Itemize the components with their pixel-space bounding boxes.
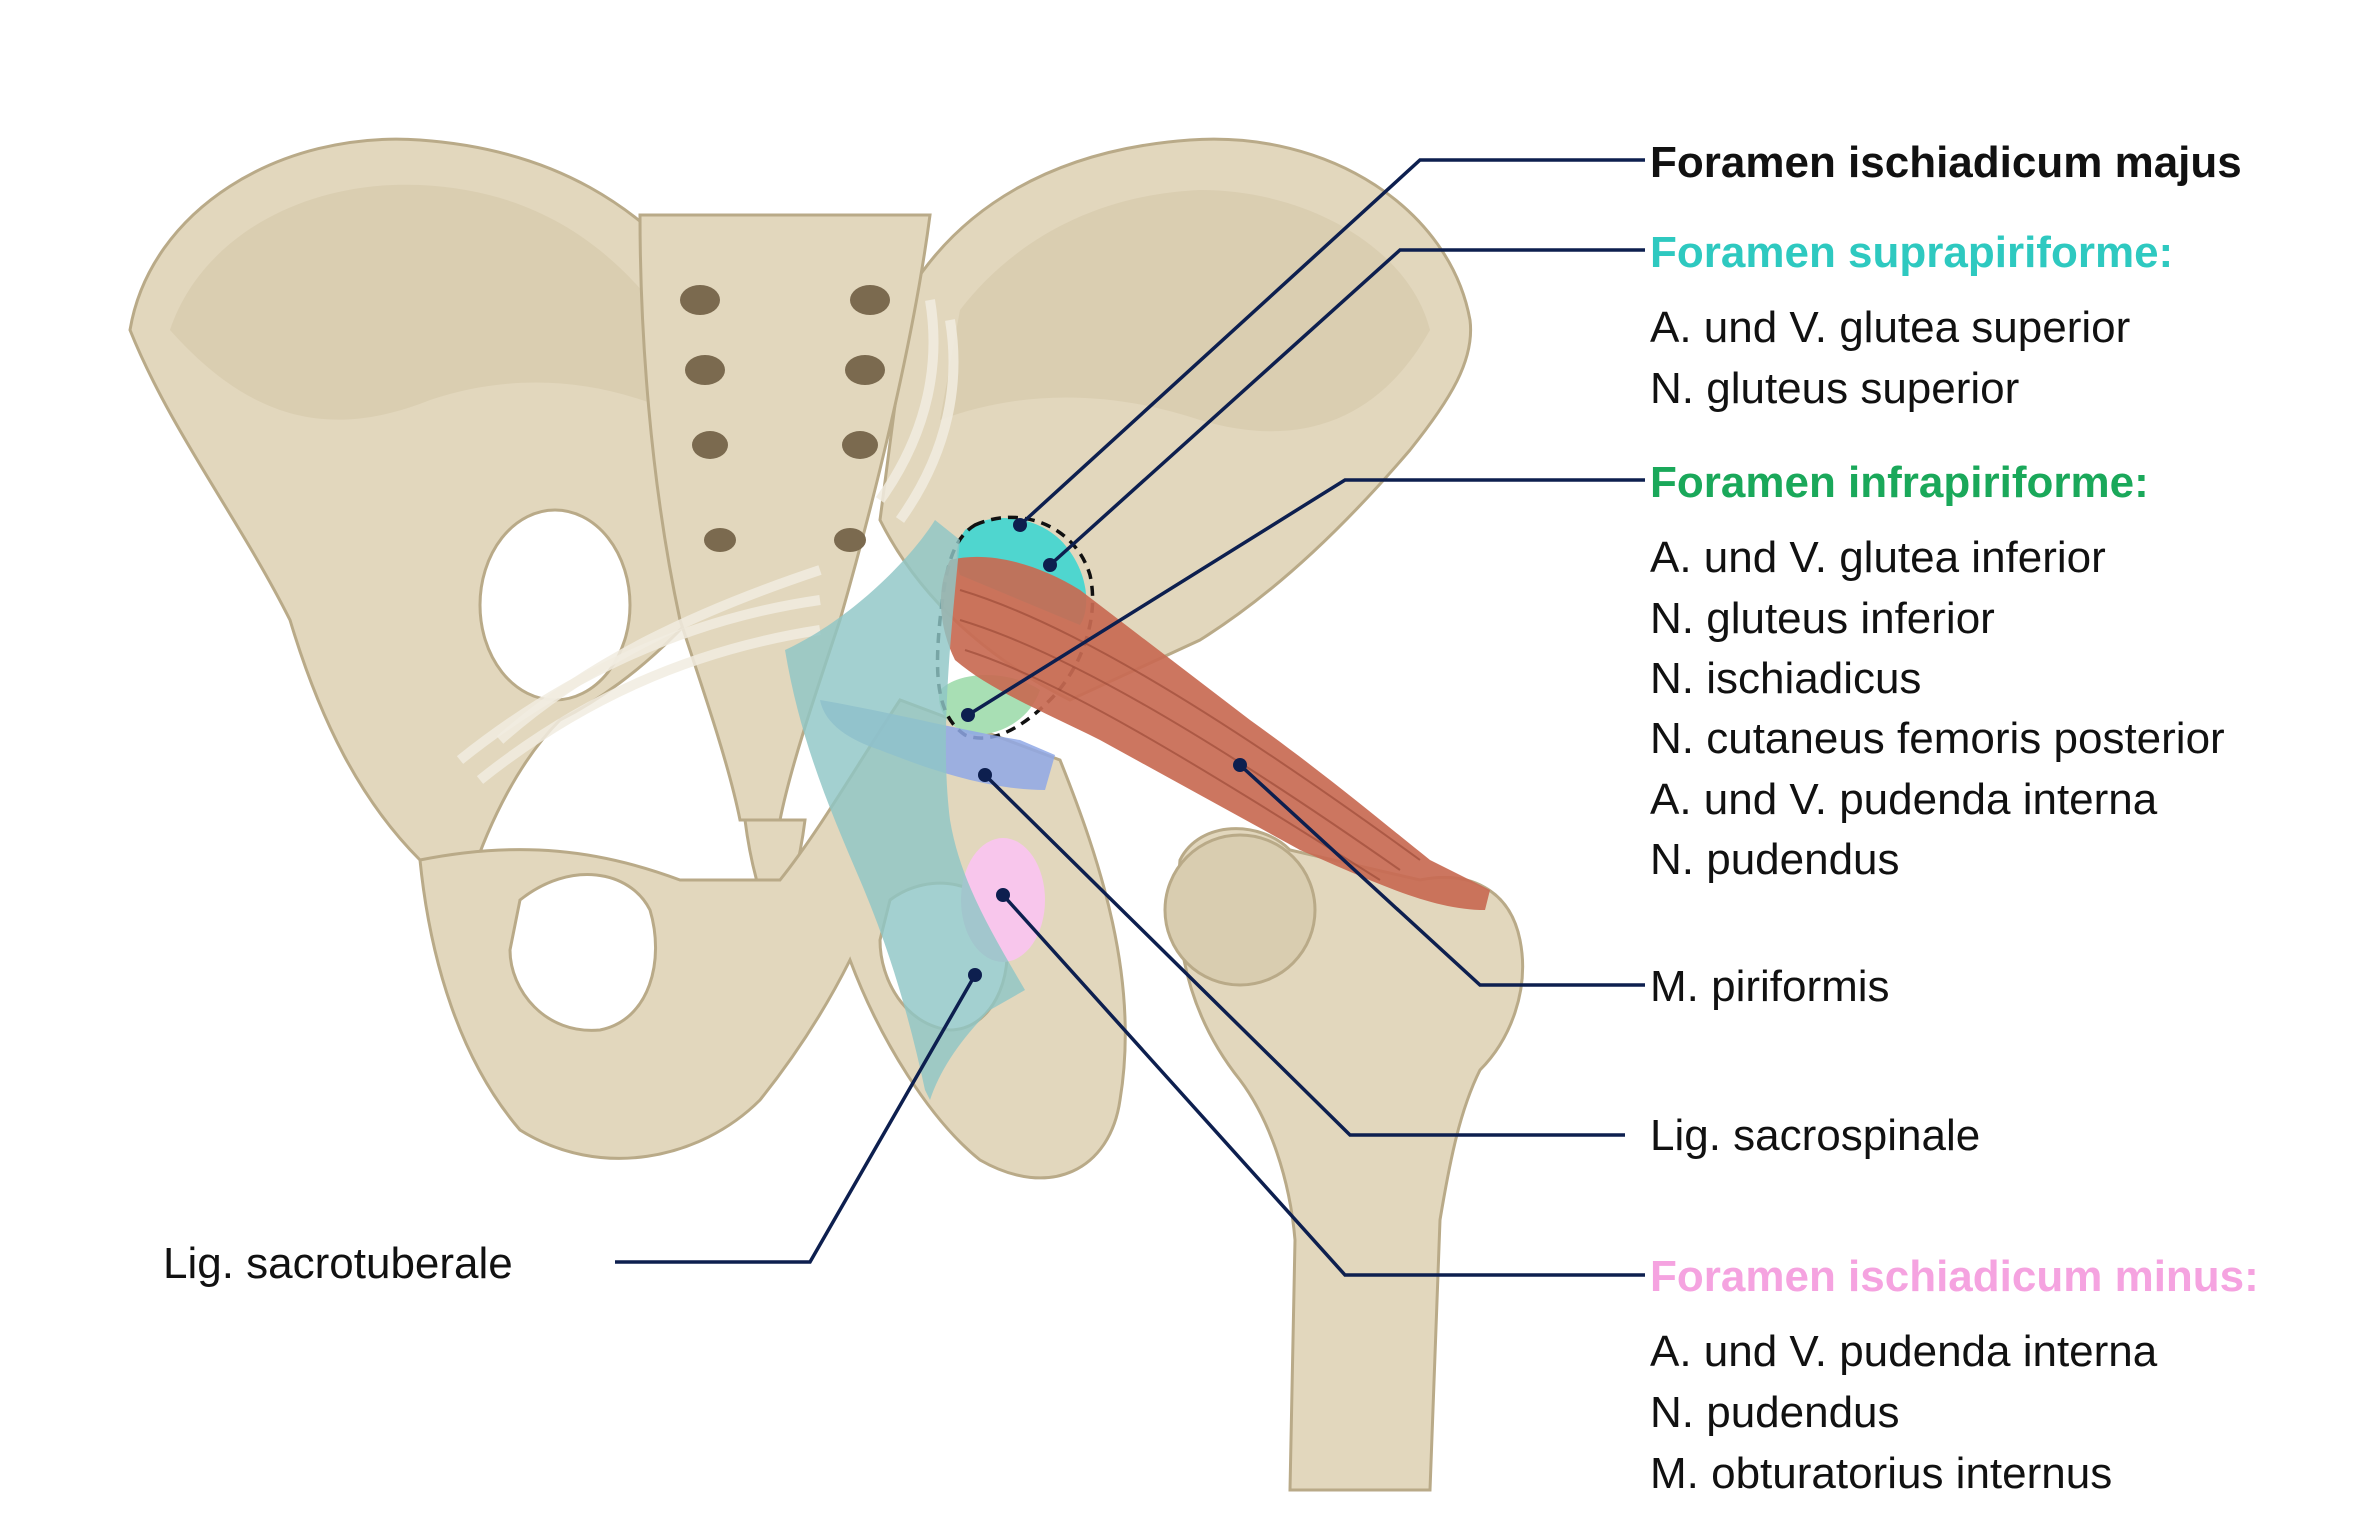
label-infra-item: A. und V. pudenda interna xyxy=(1650,775,2158,824)
label-infra-item: N. pudendus xyxy=(1650,835,1900,884)
label-minus-title: Foramen ischiadicum minus: xyxy=(1650,1252,2259,1301)
label-infra-item: N. ischiadicus xyxy=(1650,654,1921,703)
left-obturator-foramen xyxy=(508,873,658,1032)
foramen-ischiadicum-majus-outline xyxy=(935,515,1095,740)
sacral-foramina xyxy=(680,285,890,552)
leader-sacrotuberale xyxy=(615,974,977,1264)
label-supra-item: A. und V. glutea superior xyxy=(1650,303,2130,352)
label-infra-item: N. gluteus inferior xyxy=(1650,594,1995,643)
left-greater-sciatic-window xyxy=(478,508,632,702)
label-infra-item: A. und V. glutea inferior xyxy=(1650,533,2106,582)
femoral-head xyxy=(1163,833,1317,987)
label-supra-item: N. gluteus superior xyxy=(1650,364,2019,413)
label-infra-item: N. cutaneus femoris posterior xyxy=(1650,714,2225,763)
label-sacrotuberale: Lig. sacrotuberale xyxy=(163,1239,513,1288)
pelvis-illustration xyxy=(128,137,1525,1492)
leader-minus xyxy=(1001,893,1645,1277)
leader-infra xyxy=(967,478,1645,717)
leader-piriformis xyxy=(1238,763,1645,987)
leader-lines xyxy=(615,158,1645,1277)
label-majus: Foramen ischiadicum majus xyxy=(1650,138,2242,187)
posterior-ligaments xyxy=(456,299,959,784)
label-supra-title: Foramen suprapiriforme: xyxy=(1650,228,2173,277)
label-minus-item: N. pudendus xyxy=(1650,1388,1900,1437)
label-piriformis: M. piriformis xyxy=(1650,962,1890,1011)
label-infra-title: Foramen infrapiriforme: xyxy=(1650,458,2149,507)
label-minus-item: A. und V. pudenda interna xyxy=(1650,1327,2158,1376)
sacrotuberale-ligament xyxy=(785,520,1025,1100)
labels: Foramen ischiadicum majus Foramen suprap… xyxy=(163,138,2259,1498)
leader-supra xyxy=(1048,248,1645,567)
leader-majus xyxy=(1018,158,1645,527)
label-minus-item: M. obturatorius internus xyxy=(1650,1449,2112,1498)
leader-sacrospinale xyxy=(983,773,1625,1137)
label-sacrospinale: Lig. sacrospinale xyxy=(1650,1111,1980,1160)
